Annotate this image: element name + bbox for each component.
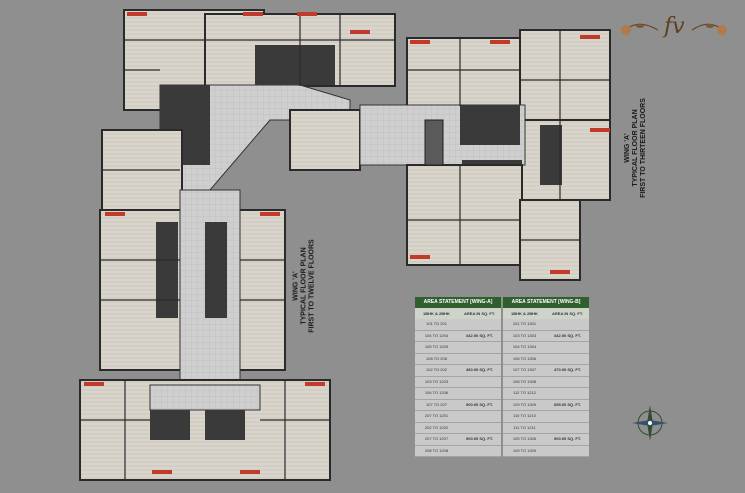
table-row: 207 TO 1201 (415, 411, 501, 423)
column-header: AREA IN SQ. FT. (464, 311, 495, 316)
area-cell (458, 342, 501, 353)
flat-range-cell: 202 TO 1202 (424, 424, 449, 430)
table-row: 110 TO 1210 (503, 411, 589, 423)
wing-b-line2: FIRST TO THIRTEEN FLOORS (639, 98, 647, 198)
flat-range-cell: 101 TO 1301 (512, 321, 537, 326)
table-row: 103 TO 1203 (415, 376, 501, 388)
flat-range-cell: 208 TO 1208 (424, 447, 449, 453)
table-row: 207 TO 1207 900.00 SQ. FT. (415, 434, 501, 446)
area-cell (458, 377, 501, 388)
area-cell (546, 388, 589, 399)
flat-range-cell: 104 TO 1204 (424, 332, 449, 338)
flat-range-cell: 109 TO 1309 (512, 401, 537, 407)
flat-range-cell: 107 TO 1307 (512, 367, 537, 372)
flat-range-cell: 108 TO 208 (426, 355, 447, 361)
wing-b-title: WING 'A' (623, 133, 631, 163)
brand-logo-text: fv (664, 14, 685, 39)
table-row: 104 TO 1304 (503, 342, 589, 354)
area-table-wing-b: AREA STATEMENT [WING-B] 1BHK & 2BHK AREA… (503, 297, 589, 457)
column-header: 1BHK & 2BHK (423, 311, 450, 316)
area-cell (546, 319, 589, 330)
column-header: 1BHK & 2BHK (511, 311, 538, 316)
flat-range-cell: 207 TO 1201 (424, 413, 449, 418)
table-row: 105 TO 1305 900.00 SQ. FT. (503, 434, 589, 446)
table-row: 111 TO 1211 (503, 422, 589, 434)
flat-range-cell: 109 TO 1309 (512, 447, 537, 453)
area-cell (458, 319, 501, 330)
area-cell: 460.00 SQ. FT. (466, 367, 493, 372)
flat-range-cell: 107 TO 207 (426, 401, 447, 407)
compass-icon (632, 405, 668, 441)
flat-range-cell: 112 TO 1212 (513, 390, 536, 395)
flat-range-cell: 110 TO 1210 (513, 413, 536, 418)
wing-a-plan (79, 9, 396, 481)
wing-b-line1: TYPICAL FLOOR PLAN (631, 109, 639, 187)
flat-range-cell: 104 TO 1304 (512, 344, 537, 349)
area-cell: 470.00 SQ. FT. (554, 367, 581, 372)
area-cell (458, 354, 501, 365)
area-cell (546, 423, 589, 434)
table-row: 104 TO 1204 442.00 SQ. FT. (415, 330, 501, 342)
flat-range-cell: 207 TO 1207 (424, 436, 449, 441)
table-header: 1BHK & 2BHK AREA IN SQ. FT. (415, 308, 501, 319)
table-row: 109 TO 1309 (503, 445, 589, 457)
table-row: 108 TO 1308 (503, 376, 589, 388)
area-cell (458, 446, 501, 457)
area-cell: 900.00 SQ. FT. (554, 436, 581, 441)
wing-a-title: WING 'A' (292, 271, 300, 301)
table-row: 101 TO 201 (415, 319, 501, 331)
table-row: 202 TO 1202 (415, 422, 501, 434)
flat-range-cell: 106 TO 1206 (424, 390, 449, 395)
table-row: 106 TO 1306 (503, 353, 589, 365)
area-cell (458, 388, 501, 399)
table-row: 108 TO 208 (415, 353, 501, 365)
table-row: 112 TO 1212 (503, 388, 589, 400)
table-row: 107 TO 1307 470.00 SQ. FT. (503, 365, 589, 377)
area-cell (546, 342, 589, 353)
area-cell: 900.00 SQ. FT. (466, 436, 493, 441)
table-title: AREA STATEMENT [WING-B] (503, 297, 589, 308)
flat-range-cell: 105 TO 1205 (424, 344, 449, 349)
area-cell: 442.00 SQ. FT. (554, 332, 581, 338)
table-row: 208 TO 1208 (415, 445, 501, 457)
wing-a-line2: FIRST TO TWELVE FLOORS (308, 239, 316, 333)
area-cell (546, 377, 589, 388)
flat-range-cell: 111 TO 1211 (513, 424, 536, 430)
table-title: AREA STATEMENT [WING-A] (415, 297, 501, 308)
wing-b-caption: WING 'A' TYPICAL FLOOR PLAN FIRST TO THI… (624, 98, 648, 198)
area-cell (458, 423, 501, 434)
area-cell: 900.00 SQ. FT. (466, 401, 493, 407)
flat-range-cell: 106 TO 1306 (512, 355, 537, 361)
flat-range-cell: 103 TO 1203 (424, 378, 449, 384)
area-cell (546, 446, 589, 457)
area-cell: 442.00 SQ. FT. (466, 332, 493, 338)
table-header: 1BHK & 2BHK AREA IN SQ. FT. (503, 308, 589, 319)
column-header: AREA IN SQ. FT. (552, 311, 583, 316)
wing-b-plan (359, 29, 611, 281)
table-row: 107 TO 207 900.00 SQ. FT. (415, 399, 501, 411)
wing-a-caption: WING 'A' TYPICAL FLOOR PLAN FIRST TO TWE… (293, 239, 317, 332)
table-row: 101 TO 1301 (503, 319, 589, 331)
table-row: 102 TO 202 460.00 SQ. FT. (415, 365, 501, 377)
flat-range-cell: 102 TO 202 (426, 367, 447, 372)
wing-a-line1: TYPICAL FLOOR PLAN (300, 247, 308, 325)
flat-range-cell: 105 TO 1305 (512, 436, 537, 441)
table-row: 109 TO 1309 695.00 SQ. FT. (503, 399, 589, 411)
brand-logo-ornament (621, 23, 727, 35)
table-row: 105 TO 1205 (415, 342, 501, 354)
flat-range-cell: 108 TO 1308 (512, 378, 537, 384)
area-cell (546, 354, 589, 365)
flat-range-cell: 103 TO 1303 (512, 332, 537, 338)
area-cell (546, 411, 589, 422)
flat-range-cell: 101 TO 201 (426, 321, 447, 326)
table-row: 106 TO 1206 (415, 388, 501, 400)
area-cell: 695.00 SQ. FT. (554, 401, 581, 407)
table-row: 103 TO 1303 442.00 SQ. FT. (503, 330, 589, 342)
area-cell (458, 411, 501, 422)
area-table-wing-a: AREA STATEMENT [WING-A] 1BHK & 2BHK AREA… (415, 297, 501, 457)
